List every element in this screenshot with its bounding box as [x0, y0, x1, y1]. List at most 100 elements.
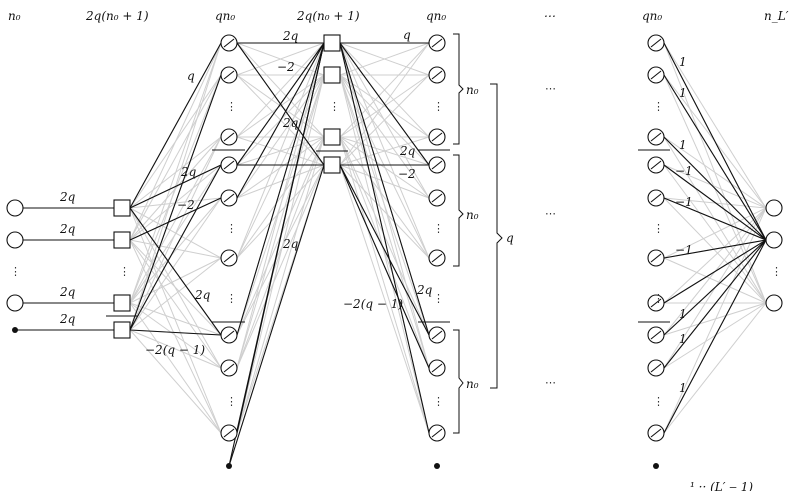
third-hidden-node [323, 156, 341, 174]
relu-slash [650, 298, 662, 308]
third-hidden-node [323, 34, 341, 52]
edge-label-q-first: q [187, 69, 195, 83]
first-hidden-node [113, 231, 131, 249]
edge-inactive [339, 136, 430, 199]
active-edges [15, 42, 767, 467]
edge-label-neg2-third: −2 [398, 167, 416, 181]
third-hidden-node [323, 66, 341, 84]
edge-inactive [339, 74, 430, 434]
last-bias-dot [653, 463, 659, 469]
brackets: n₀ n₀ n₀ q [453, 33, 514, 434]
edge-label-neg-one-3: −1 [675, 243, 693, 257]
relu-slash [650, 132, 662, 142]
edge-inactive [339, 164, 430, 259]
edge-active [236, 42, 325, 336]
edge-inactive [339, 136, 430, 434]
vertical-dots-last-c: ⋮ [653, 292, 664, 305]
edge-inactive [129, 329, 222, 434]
edge-inactive [339, 74, 430, 369]
horizontal-dots-2: ⋯ [545, 207, 556, 220]
edge-inactive [663, 257, 767, 304]
edge-label-one-5: 1 [679, 332, 687, 346]
relu-slash [650, 428, 662, 438]
edge-active [663, 239, 767, 259]
edge-inactive [236, 74, 325, 138]
vertical-dots-second-a: ⋮ [226, 100, 237, 113]
edge-inactive [236, 164, 325, 336]
edge-label-2q-second-c: 2q [282, 237, 299, 251]
edge-inactive [663, 164, 767, 209]
edge-inactive [339, 42, 430, 76]
relu-slash [431, 38, 443, 48]
edge-inactive [129, 42, 222, 241]
horizontal-dots-3: ⋯ [545, 376, 556, 389]
edge-active [663, 197, 767, 241]
edge-inactive [339, 74, 430, 336]
edge-inactive [663, 197, 767, 304]
bracket-label-n0-2: n₀ [466, 208, 479, 222]
edge-label-input-1: 2q [59, 190, 76, 204]
edge-inactive [339, 164, 430, 434]
edge-label-2q-first-a: 2q [180, 165, 197, 179]
edge-inactive [129, 257, 222, 331]
edge-active [663, 136, 767, 241]
first-hidden-node [113, 294, 131, 312]
edge-inactive [663, 164, 767, 304]
relu-slash [650, 330, 662, 340]
vertical-dots-fourth-a: ⋮ [433, 100, 444, 113]
vertical-dots-input: ⋮ [10, 265, 21, 278]
second-bias-dot [226, 463, 232, 469]
edge-inactive [663, 207, 767, 259]
edge-inactive [236, 136, 325, 259]
edge-active [339, 42, 430, 336]
vertical-dots-second-d: ⋮ [226, 395, 237, 408]
relu-slash [431, 70, 443, 80]
edge-label-input-3: 2q [59, 285, 76, 299]
edge-label-2q-third-a: 2q [399, 144, 416, 158]
input-node [6, 199, 24, 217]
vertical-dots-output: ⋮ [771, 265, 782, 278]
edge-inactive [129, 136, 222, 304]
relu-slash [431, 363, 443, 373]
header-ellipsis: ⋯ [543, 9, 555, 23]
edge-active [129, 197, 222, 241]
output-node [765, 199, 783, 217]
edge-active [228, 164, 325, 467]
edge-inactive [129, 239, 222, 434]
horizontal-dots-1: ⋯ [545, 82, 556, 95]
first-hidden-node [113, 199, 131, 217]
relu-slash [431, 193, 443, 203]
edge-inactive [663, 42, 767, 209]
edge-label-input-2: 2q [59, 222, 76, 236]
edge-inactive [236, 74, 325, 434]
edge-active [663, 239, 767, 336]
edge-active [339, 164, 430, 369]
edge-active [339, 164, 430, 336]
relu-slash [650, 193, 662, 203]
edge-inactive [236, 136, 325, 434]
relu-slash [223, 363, 235, 373]
relu-slash [650, 38, 662, 48]
edge-inactive [663, 207, 767, 434]
edge-inactive [129, 329, 222, 369]
edge-label-2q-second-b: 2q [282, 116, 299, 130]
edge-label-neg-one-1: −1 [675, 164, 693, 178]
edge-label-one-6: 1 [679, 381, 687, 395]
edge-inactive [663, 136, 767, 209]
footnote: ¹ ·· (L′ ‒ 1) [690, 480, 753, 491]
edge-inactive [236, 42, 325, 369]
edge-label-neg-one-2: −1 [675, 195, 693, 209]
edge-inactive [129, 302, 222, 434]
input-bias-dot [12, 327, 18, 333]
output-node [765, 231, 783, 249]
edge-inactive [129, 207, 222, 434]
vertical-dots-last-b: ⋮ [653, 222, 664, 235]
input-node [6, 294, 24, 312]
edge-inactive [129, 74, 222, 241]
relu-slash [650, 253, 662, 263]
edge-label-one-4: 1 [679, 307, 687, 321]
relu-slash [431, 160, 443, 170]
relu-slash [223, 428, 235, 438]
edge-inactive [339, 136, 430, 369]
edge-active [129, 42, 222, 209]
